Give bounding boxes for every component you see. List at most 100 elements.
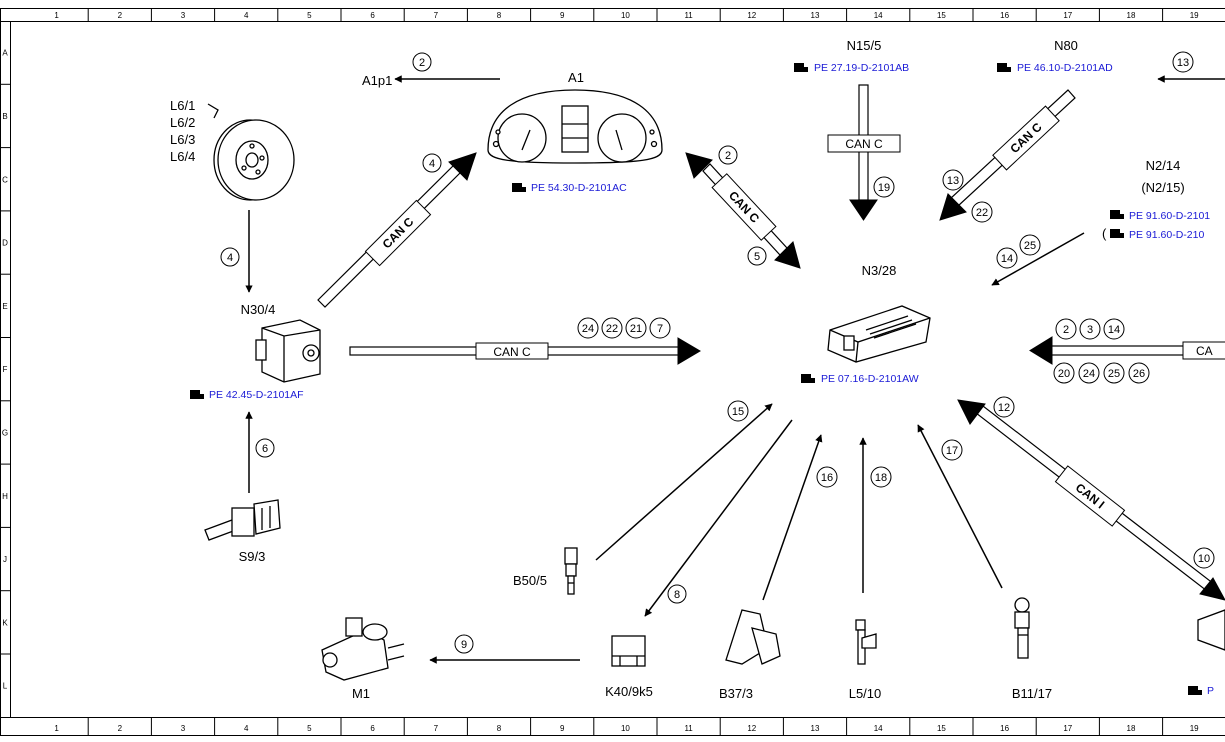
- bubble: 25: [1103, 362, 1125, 384]
- ref-n2-14-link[interactable]: PE 91.60-D-2101: [1129, 210, 1210, 222]
- label-b37-3: B37/3: [719, 686, 753, 701]
- can-box-n15: CAN C: [827, 134, 901, 153]
- grid-row-label: G: [2, 428, 8, 437]
- label-s9-3: S9/3: [239, 549, 266, 564]
- bubble: 16: [816, 466, 838, 488]
- bubble: 4: [422, 153, 442, 173]
- label-b50-5: B50/5: [513, 573, 547, 588]
- grid-column-label-bottom: 13: [811, 724, 820, 733]
- grid-column-label-bottom: 17: [1063, 724, 1072, 733]
- grid-column-labels: 1122334455667788991010111112121313141415…: [54, 11, 1199, 733]
- engine-control-unit-icon: [827, 305, 931, 363]
- ref-edge-link[interactable]: P: [1207, 685, 1214, 697]
- ref-n15-link[interactable]: PE 27.19-D-2101AB: [814, 62, 909, 74]
- bubble: 13: [1172, 51, 1194, 73]
- grid-row-ticks: [0, 83, 10, 655]
- label-b11-17: B11/17: [1012, 686, 1052, 701]
- accelerator-pedal-sensor-icon: [725, 609, 781, 665]
- bubble: 6: [255, 438, 275, 458]
- signal-number-bubbles: 6 4 4 2 2 5 24 22 21 7 19 13 22 13 14 25…: [220, 51, 1215, 654]
- bubble: 3: [1079, 318, 1101, 340]
- grid-column-label-top: 13: [811, 11, 820, 20]
- grid-column-label-bottom: 12: [747, 724, 756, 733]
- grid-column-label-bottom: 15: [937, 724, 946, 733]
- svg-text:2: 2: [1063, 324, 1069, 336]
- bubble: 22: [971, 201, 993, 223]
- grid-column-label-bottom: 7: [434, 724, 439, 733]
- svg-text:2: 2: [419, 57, 425, 69]
- ref-n80-link[interactable]: PE 46.10-D-2101AD: [1017, 62, 1113, 74]
- ref-n2-15[interactable]: ( PE 91.60-D-210: [1102, 226, 1204, 241]
- grid-column-label-top: 9: [560, 11, 565, 20]
- svg-text:21: 21: [630, 323, 642, 335]
- relay-icon: [611, 635, 646, 667]
- can-label-boxes: CAN C CAN C CA CAN C CAN C CAN C CAN I: [364, 105, 1225, 527]
- grid-column-label-bottom: 16: [1000, 724, 1009, 733]
- ref-n3-28-link[interactable]: PE 07.16-D-2101AW: [821, 373, 919, 385]
- svg-text:4: 4: [227, 252, 233, 264]
- bubble: 19: [873, 176, 895, 198]
- svg-text:14: 14: [1108, 324, 1120, 336]
- grid-column-label-bottom: 5: [307, 724, 312, 733]
- svg-text:16: 16: [821, 472, 833, 484]
- svg-text:24: 24: [1083, 368, 1095, 380]
- bubble: 20: [1053, 362, 1075, 384]
- ref-n15[interactable]: PE 27.19-D-2101AB: [794, 62, 909, 74]
- grid-row-label: K: [2, 618, 8, 627]
- can-box-n80: CAN C: [992, 105, 1060, 171]
- grid-column-label-bottom: 18: [1127, 724, 1136, 733]
- can-c-label: CAN C: [845, 137, 883, 151]
- ref-n30-link[interactable]: PE 42.45-D-2101AF: [209, 389, 304, 401]
- bubble: 7: [649, 317, 671, 339]
- grid-row-label: H: [2, 492, 8, 501]
- ref-n2-14[interactable]: PE 91.60-D-2101: [1110, 210, 1210, 222]
- ref-n30[interactable]: PE 42.45-D-2101AF: [190, 389, 304, 401]
- can-bus-lines: [317, 84, 1225, 601]
- bubble: 24: [1078, 362, 1100, 384]
- label-n3-28: N3/28: [862, 263, 897, 278]
- pointing-hand-icon: [190, 390, 204, 399]
- svg-text:14: 14: [1001, 253, 1013, 265]
- reference-links: PE 54.30-D-2101AC PE 42.45-D-2101AF PE 2…: [190, 62, 1214, 697]
- bubble: 21: [625, 317, 647, 339]
- can-c-label-cut: CA: [1196, 344, 1213, 358]
- grid-column-label-top: 1: [54, 11, 59, 20]
- svg-text:24: 24: [582, 323, 594, 335]
- pointing-hand-icon: [1188, 686, 1202, 695]
- ref-n3-28[interactable]: PE 07.16-D-2101AW: [801, 373, 919, 385]
- grid-row-label: A: [2, 49, 8, 58]
- grid-column-label-top: 17: [1063, 11, 1072, 20]
- grid-column-label-top: 15: [937, 11, 946, 20]
- ref-edge[interactable]: P: [1188, 685, 1214, 697]
- grid-column-label-top: 12: [747, 11, 756, 20]
- ref-a1-link[interactable]: PE 54.30-D-2101AC: [531, 182, 627, 194]
- label-m1: M1: [352, 686, 370, 701]
- grid-column-label-bottom: 19: [1190, 724, 1199, 733]
- grid-column-label-top: 10: [621, 11, 630, 20]
- bubble: 14: [996, 247, 1018, 269]
- label-l6-4: L6/4: [170, 149, 195, 164]
- ref-n80[interactable]: PE 46.10-D-2101AD: [997, 62, 1113, 74]
- svg-text:6: 6: [262, 443, 268, 455]
- pointing-hand-icon: [1110, 229, 1124, 238]
- ref-n2-15-link[interactable]: PE 91.60-D-210: [1129, 229, 1204, 241]
- grid-column-label-top: 4: [244, 11, 249, 20]
- grid-column-label-bottom: 6: [370, 724, 375, 733]
- grid-column-label-bottom: 8: [497, 724, 502, 733]
- bubble: 13: [942, 169, 964, 191]
- grid-column-label-top: 19: [1190, 11, 1199, 20]
- bubble: 12: [993, 396, 1015, 418]
- label-l6-1: L6/1: [170, 98, 195, 113]
- label-a1p1: A1p1: [362, 73, 392, 88]
- grid-column-label-top: 7: [434, 11, 439, 20]
- bubble: 5: [747, 246, 767, 266]
- svg-text:13: 13: [1177, 57, 1189, 69]
- pointing-hand-icon: [1110, 210, 1124, 219]
- ref-a1[interactable]: PE 54.30-D-2101AC: [512, 182, 627, 194]
- temperature-sensor-icon: [564, 547, 578, 595]
- can-box-a1-n3: CAN C: [711, 173, 777, 241]
- crankshaft-sensor-icon: [855, 619, 877, 665]
- svg-text:22: 22: [976, 207, 988, 219]
- svg-text:19: 19: [878, 182, 890, 194]
- bubble: 9: [454, 634, 474, 654]
